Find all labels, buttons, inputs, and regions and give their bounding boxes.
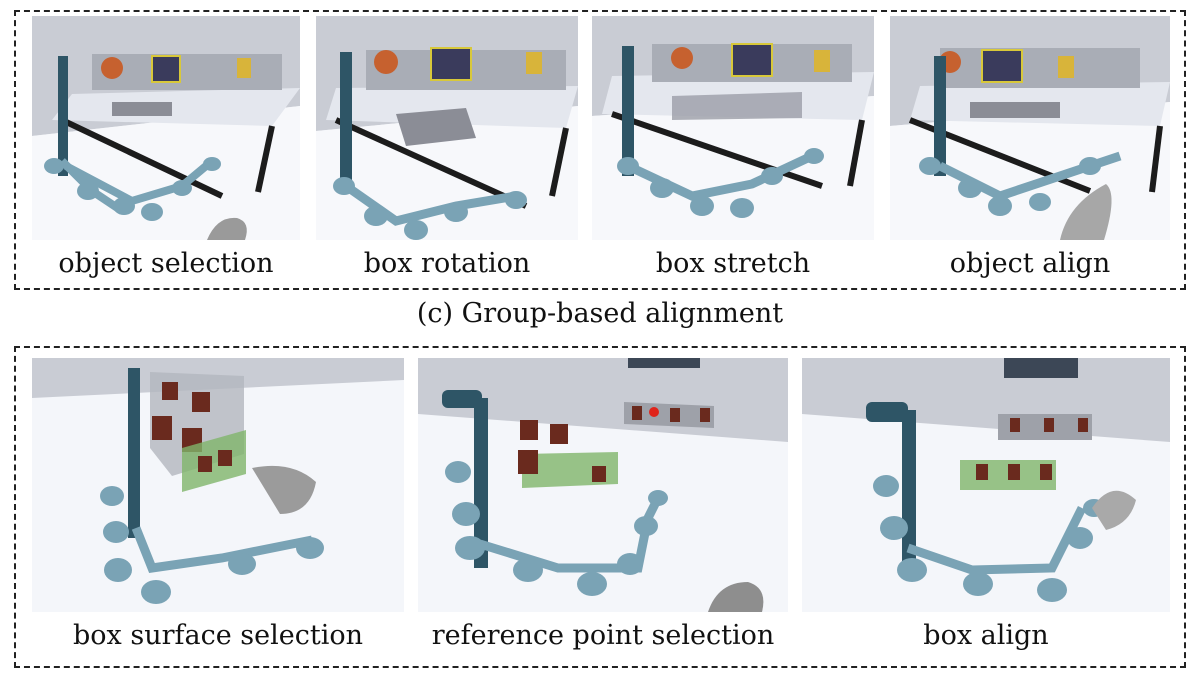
caption-box-rotation: box rotation — [363, 248, 531, 279]
caption-box-align: box align — [923, 620, 1049, 651]
caption-object-selection: object selection — [58, 248, 274, 279]
group-d-frame — [14, 346, 1186, 668]
object-selection-image — [32, 16, 300, 240]
reference-point-marker — [649, 407, 659, 417]
group-c-frame — [14, 10, 1186, 290]
object-align-image — [890, 16, 1170, 240]
caption-box-surface-selection: box surface selection — [73, 620, 363, 651]
box-rotation-image — [316, 16, 578, 240]
caption-object-align: object align — [949, 248, 1111, 279]
box-surface-selection-image — [32, 358, 404, 612]
box-align-image — [802, 358, 1170, 612]
caption-reference-point-selection: reference point selection — [431, 620, 775, 651]
caption-box-stretch: box stretch — [655, 248, 811, 279]
box-stretch-image — [592, 16, 874, 240]
reference-point-selection-image — [418, 358, 788, 612]
group-caption: (c) Group-based alignment — [416, 298, 784, 329]
